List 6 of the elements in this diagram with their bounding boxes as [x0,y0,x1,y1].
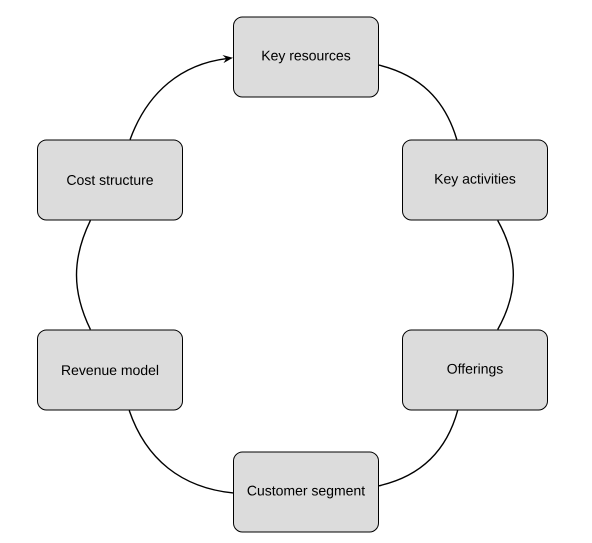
process-box: Offerings [402,329,548,410]
process-box: Customer segment [233,451,379,532]
process-box: Revenue model [37,329,183,410]
process-box: Cost structure [37,140,183,220]
process-box: Key activities [402,140,548,220]
process-box: Key resources [233,16,379,98]
